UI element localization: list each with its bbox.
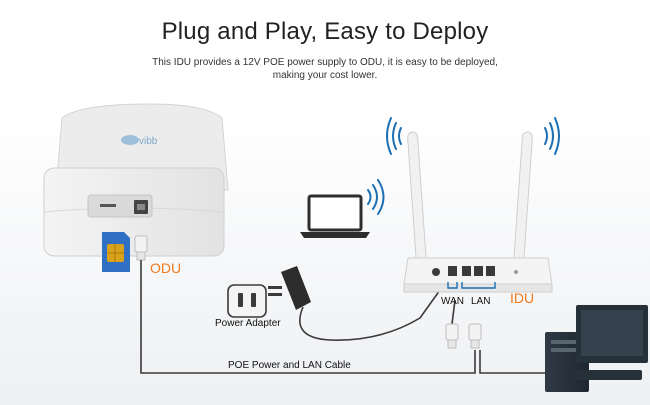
power-socket-icon xyxy=(227,284,267,318)
odu-ethernet-plug-icon xyxy=(134,235,148,261)
router-left-wifi-icon xyxy=(386,117,402,155)
idu-label: IDU xyxy=(510,290,535,306)
power-adapter-label: Power Adapter xyxy=(215,318,281,329)
wifi-icon xyxy=(367,179,385,215)
wan-label: WAN xyxy=(441,296,464,307)
router-right-wifi-icon xyxy=(544,117,560,155)
subtitle-line-1: This IDU provides a 12V POE power supply… xyxy=(152,57,498,68)
poe-lan-cable xyxy=(140,260,476,374)
pc-icon xyxy=(545,305,648,392)
page-title: Plug and Play, Easy to Deploy xyxy=(161,18,489,45)
lan-label: LAN xyxy=(471,296,491,307)
pc-lan-cable xyxy=(479,350,545,374)
wan-bracket xyxy=(447,282,458,289)
power-adapter-icon xyxy=(268,266,311,310)
subtitle-line-2: making your cost lower. xyxy=(272,70,378,81)
lan-plug-icon xyxy=(468,323,482,349)
power-cable xyxy=(299,289,441,341)
wan-cable xyxy=(451,299,456,325)
svg-text:vibb: vibb xyxy=(139,136,158,147)
odu-label: ODU xyxy=(150,260,182,276)
laptop-icon xyxy=(300,194,370,238)
odu-logo-icon xyxy=(121,135,139,145)
lan-bracket xyxy=(461,282,496,289)
poe-cable-label: POE Power and LAN Cable xyxy=(228,360,351,371)
odu-device: vibb xyxy=(43,103,229,257)
wan-plug-icon xyxy=(445,323,459,349)
sim-card-icon xyxy=(102,232,130,272)
